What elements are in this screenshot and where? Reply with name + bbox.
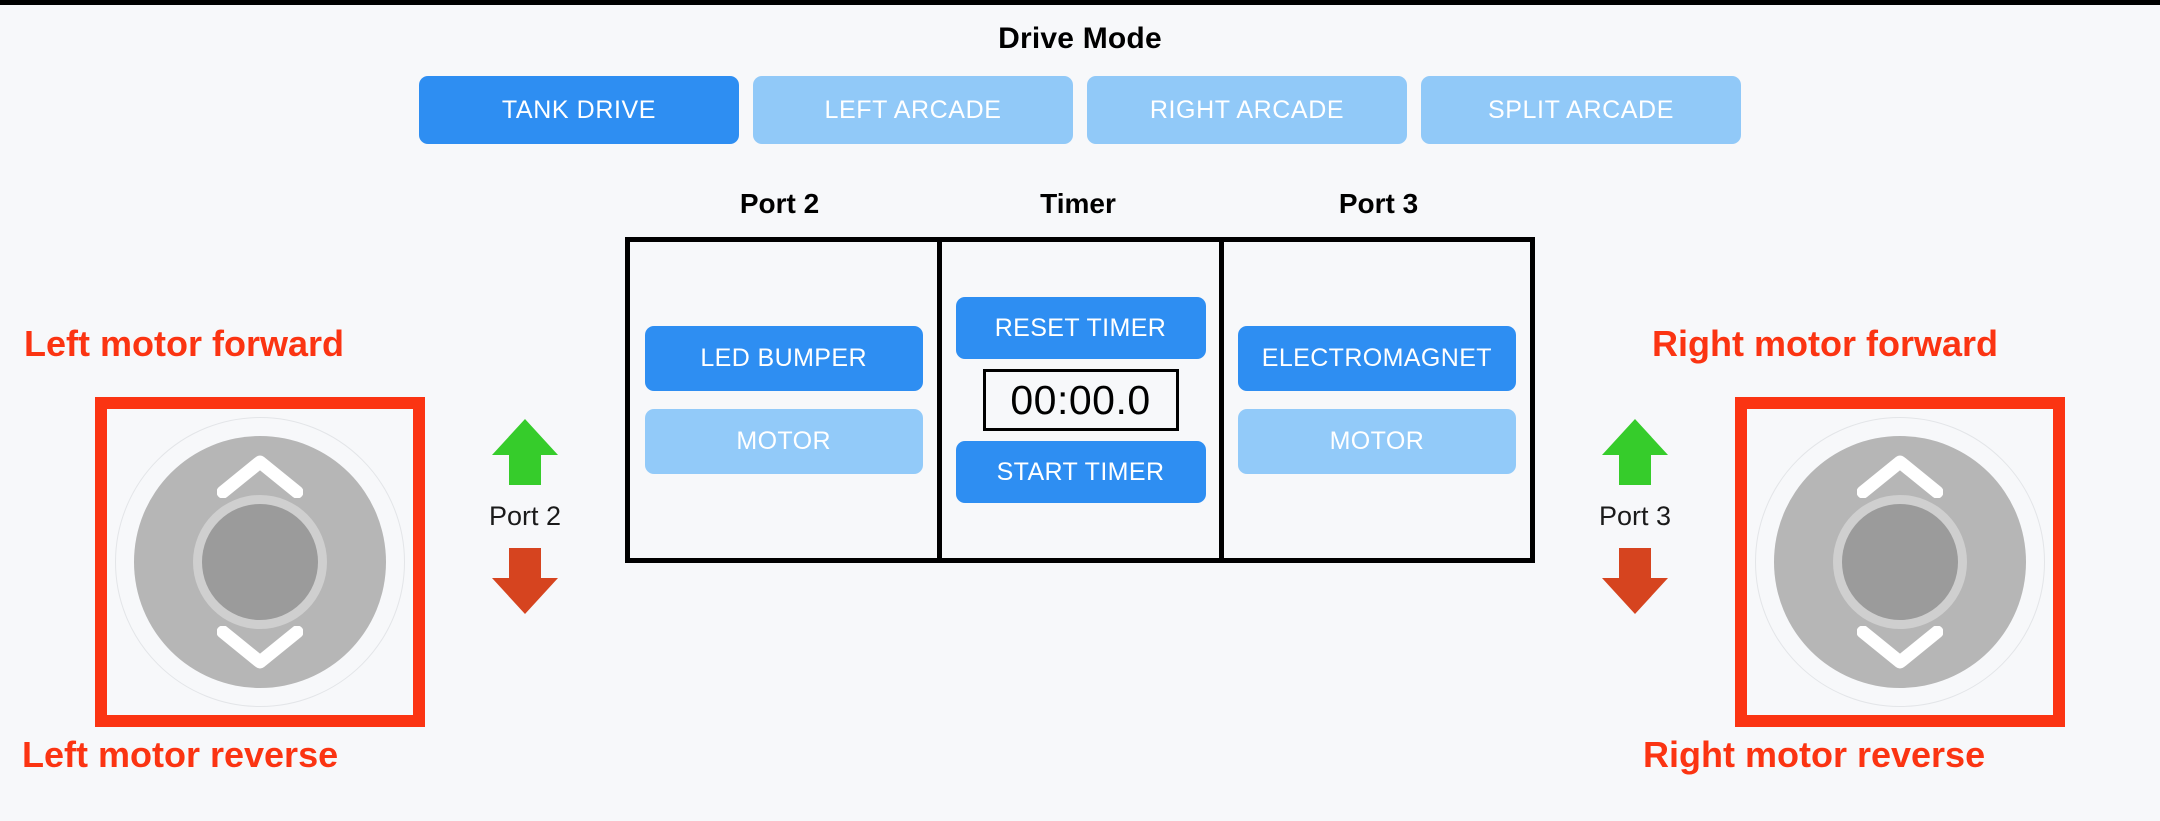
port2-led-bumper-button[interactable]: LED BUMPER — [644, 326, 923, 391]
arrow-down-icon — [488, 544, 562, 618]
right-joystick-highlight-box — [1735, 397, 2065, 727]
port2-column: LED BUMPER MOTOR — [630, 242, 937, 558]
left-joystick-outer-ring — [115, 417, 405, 707]
left-port-label: Port 2 — [488, 501, 562, 531]
left-joystick-highlight-box — [95, 397, 425, 727]
left-motor-forward-annotation: Left motor forward — [24, 323, 344, 364]
port3-column: ELECTROMAGNET MOTOR — [1224, 242, 1530, 558]
right-joystick-disc[interactable] — [1774, 436, 2026, 688]
timer-column: RESET TIMER 00:00.0 START TIMER — [937, 242, 1224, 558]
left-control-cluster: Left motor forward Left motor reverse — [0, 0, 600, 821]
chevron-down-icon — [1857, 626, 1943, 670]
center-control-panel: LED BUMPER MOTOR RESET TIMER 00:00.0 STA… — [625, 237, 1535, 563]
arrow-down-icon — [1598, 544, 1672, 618]
left-port-indicator: Port 2 — [460, 415, 590, 618]
drive-mode-title: Drive Mode — [998, 22, 1162, 55]
arrow-up-icon — [488, 415, 562, 489]
reset-timer-button[interactable]: RESET TIMER — [955, 297, 1206, 359]
left-joystick-inner-ring — [193, 495, 327, 629]
left-motor-reverse-annotation: Left motor reverse — [22, 734, 339, 775]
left-joystick-disc[interactable] — [134, 436, 386, 688]
chevron-down-icon — [217, 626, 303, 670]
right-joystick-inner-ring — [1833, 495, 1967, 629]
right-joystick[interactable] — [1747, 409, 2053, 715]
left-joystick-knob[interactable] — [202, 504, 318, 620]
drive-mode-tank-drive-button[interactable]: TANK DRIVE — [419, 76, 739, 144]
port2-motor-button[interactable]: MOTOR — [644, 409, 923, 474]
port3-electromagnet-button[interactable]: ELECTROMAGNET — [1237, 326, 1516, 391]
timer-display: 00:00.0 — [982, 369, 1179, 431]
drive-mode-right-arcade-button[interactable]: RIGHT ARCADE — [1087, 76, 1407, 144]
panel-heading-timer: Timer — [1040, 188, 1116, 219]
right-joystick-knob[interactable] — [1842, 504, 1958, 620]
arrow-up-icon — [1598, 415, 1672, 489]
top-black-bar — [0, 0, 2160, 5]
left-joystick[interactable] — [107, 409, 413, 715]
chevron-up-icon — [1857, 454, 1943, 498]
right-motor-forward-annotation: Right motor forward — [1652, 323, 1998, 364]
start-timer-button[interactable]: START TIMER — [955, 441, 1206, 503]
drive-mode-button-group: TANK DRIVE LEFT ARCADE RIGHT ARCADE SPLI… — [0, 76, 2160, 144]
right-port-label: Port 3 — [1598, 501, 1672, 531]
right-control-cluster: Right motor forward Right motor reverse — [1560, 0, 2160, 821]
right-motor-reverse-annotation: Right motor reverse — [1643, 734, 1986, 775]
port3-motor-button[interactable]: MOTOR — [1237, 409, 1516, 474]
right-port-indicator: Port 3 — [1570, 415, 1700, 618]
chevron-up-icon — [217, 454, 303, 498]
panel-heading-port2: Port 2 — [739, 188, 820, 219]
panel-heading-port3: Port 3 — [1338, 188, 1419, 219]
right-joystick-outer-ring — [1755, 417, 2045, 707]
drive-mode-split-arcade-button[interactable]: SPLIT ARCADE — [1421, 76, 1741, 144]
center-panel-headings: Port 2 Timer Port 3 — [625, 188, 1535, 228]
drive-mode-left-arcade-button[interactable]: LEFT ARCADE — [753, 76, 1073, 144]
